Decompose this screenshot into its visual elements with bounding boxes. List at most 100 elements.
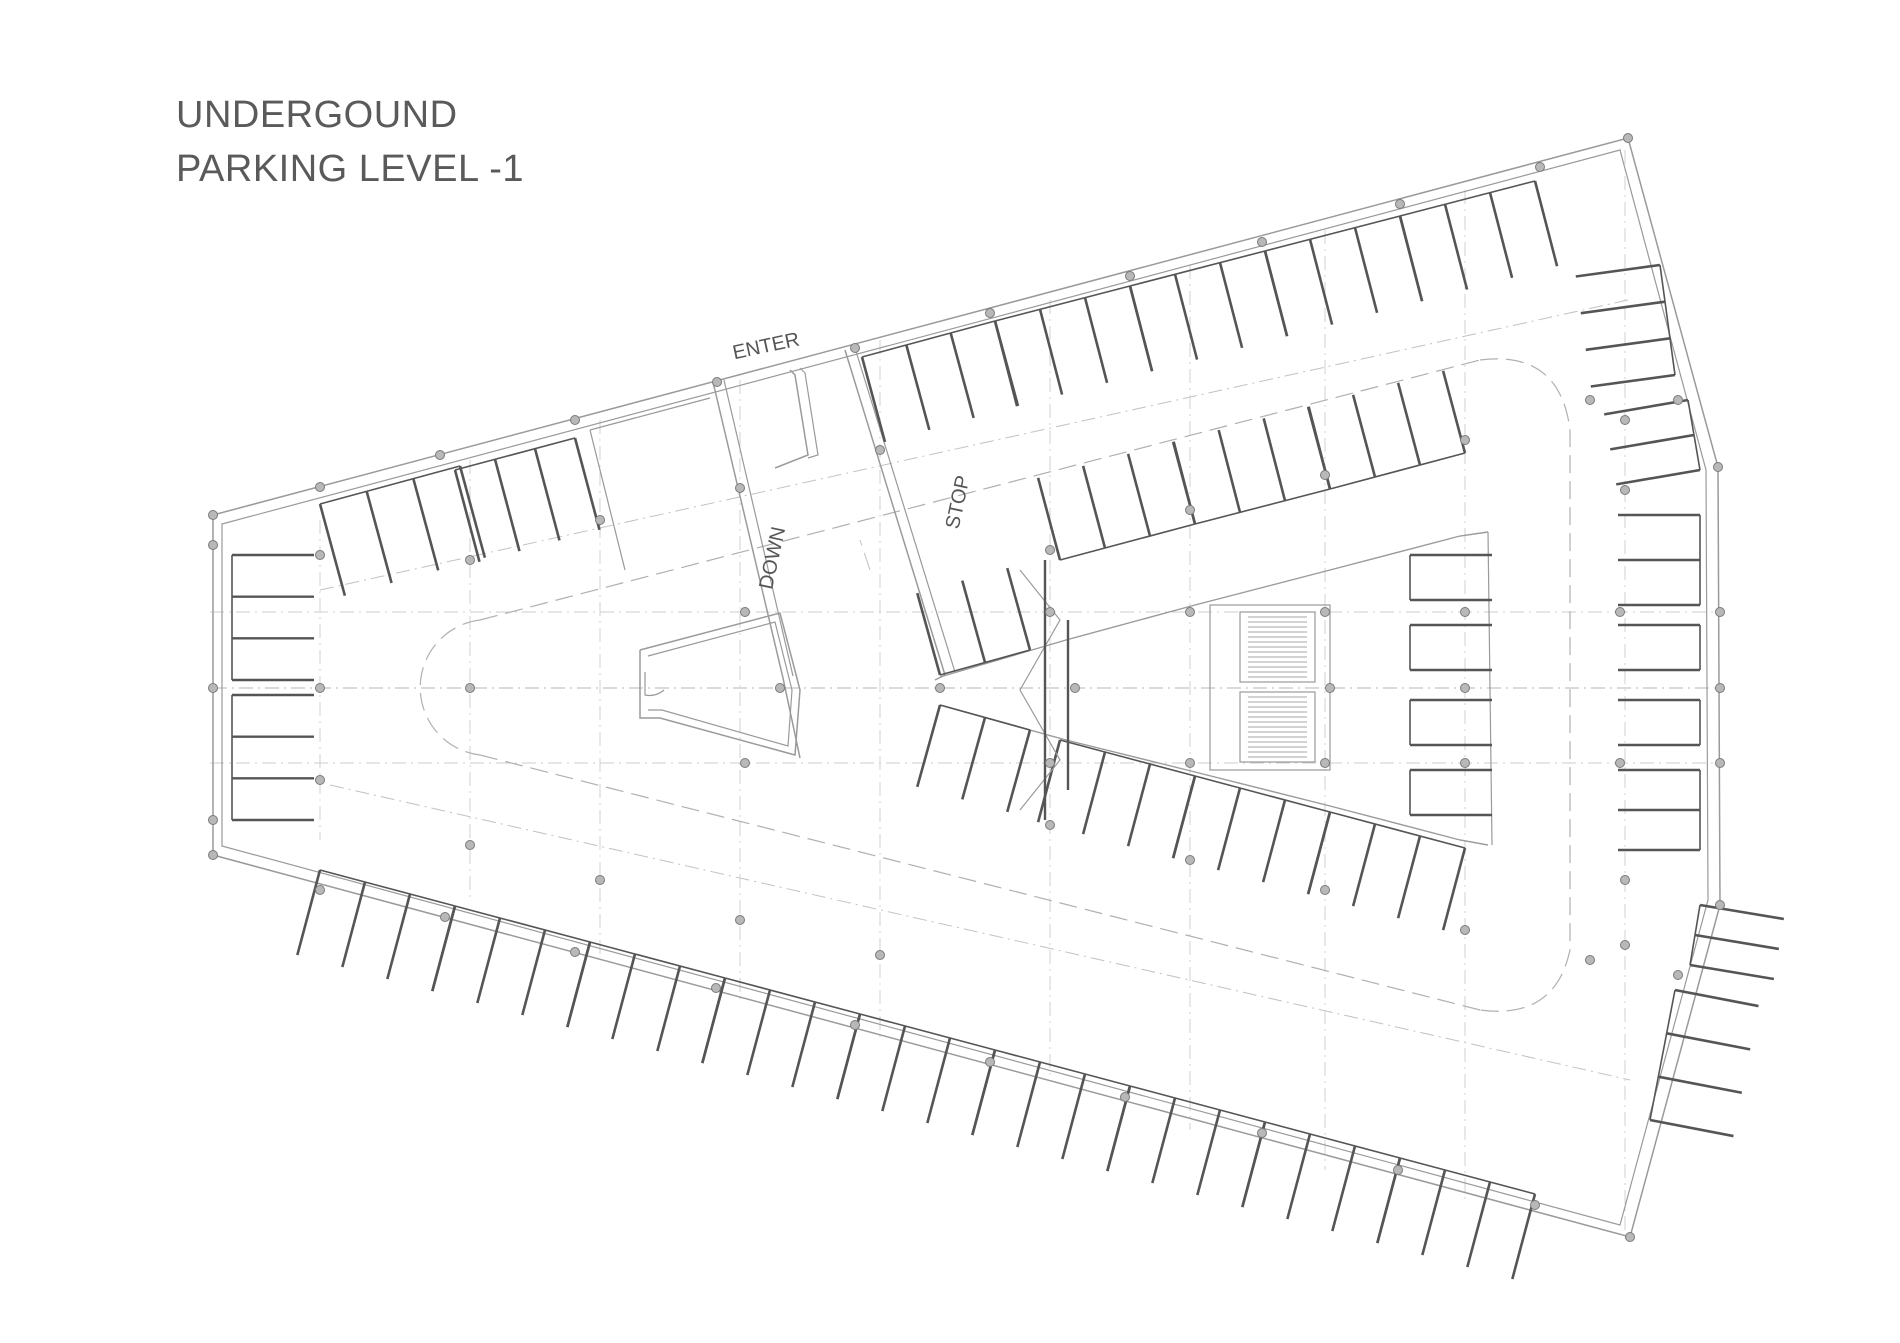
stall-row-midtop-1-divider-1 [1217, 429, 1242, 513]
column-25 [1530, 1200, 1540, 1210]
stall-row-top-3-divider-1 [1308, 239, 1334, 325]
column-71 [1070, 683, 1080, 693]
stair-core-a-frame [1239, 611, 1316, 683]
column-18 [570, 947, 580, 957]
stall-row-midbot-0-divider-2 [1126, 763, 1152, 847]
stall-row-bottom-2-back [589, 941, 726, 979]
ramp-zigzag-left [1019, 569, 1061, 811]
stall-row-bottom-8-divider-1 [1421, 1169, 1447, 1256]
stall-row-bottom-0-divider-2 [386, 893, 412, 980]
stall-row-top-0-back [861, 320, 996, 358]
column-73 [1620, 485, 1630, 495]
column-50 [1045, 820, 1055, 830]
island-wall-bottom [939, 704, 1489, 846]
column-68 [1615, 607, 1625, 617]
driving-aisle-lines [419, 358, 1571, 1012]
column-4 [712, 377, 722, 387]
stall-row-bottom-4-divider-2 [926, 1037, 952, 1124]
stall-row-e-top-divider-2 [1616, 468, 1701, 486]
stair-cores [1019, 560, 1331, 820]
column-62 [1185, 758, 1195, 768]
column-19 [711, 983, 721, 993]
stall-row-bottom-1-divider-0 [431, 905, 457, 992]
stall-row-tl-b-divider-2 [533, 448, 561, 541]
stall-row-e-top-back [1687, 399, 1701, 471]
stall-row-bottom-1-back [454, 905, 591, 943]
stall-row-bottom-8-divider-2 [1466, 1181, 1492, 1268]
column-60 [1045, 758, 1055, 768]
column-38 [465, 683, 475, 693]
stall-row-top-2-divider-1 [1173, 274, 1199, 360]
column-58 [1620, 940, 1630, 950]
stop-label: STOP [942, 473, 975, 530]
column-69 [1615, 758, 1625, 768]
stall-row-midbot-2-back [1329, 811, 1466, 849]
stall-row-top-2-divider-2 [1218, 262, 1244, 349]
stall-row-midbot-1-divider-2 [1261, 799, 1287, 883]
column-55 [1460, 435, 1470, 445]
stall-row-midbot-0-back [1059, 739, 1196, 777]
column-57 [1620, 415, 1630, 425]
stall-row-bottom-1-divider-1 [476, 917, 502, 1004]
stall-row-top-4-divider-2 [1488, 192, 1514, 279]
column-64 [1320, 758, 1330, 768]
stall-row-top-3-back [1264, 215, 1401, 252]
stall-row-tl-a-divider-3 [458, 465, 487, 559]
column-54 [1320, 885, 1330, 895]
column-6 [985, 308, 995, 318]
stall-row-se-back [1649, 989, 1676, 1121]
column-2 [435, 450, 445, 460]
column-27 [1713, 462, 1723, 472]
stall-row-midbot-2-divider-1 [1351, 823, 1377, 907]
stall-row-top-1-back [994, 285, 1131, 322]
column-45 [740, 607, 750, 617]
stall-row-midtop-0-divider-0 [1036, 477, 1062, 561]
stall-row-ne-divider-0 [1575, 263, 1661, 278]
stall-row-top-0-divider-0 [860, 356, 887, 443]
column-26 [1625, 1232, 1635, 1242]
stall-row-midbot-2-divider-2 [1396, 835, 1422, 919]
stall-row-midtop-ramp-divider-2 [1005, 567, 1032, 651]
door-swing [644, 672, 665, 697]
grid-line-bottom-1 [329, 784, 1631, 1081]
ramp-wall-left [712, 381, 801, 759]
column-24 [1393, 1165, 1403, 1175]
column-16 [315, 885, 325, 895]
stall-row-tl-b-back [454, 437, 576, 471]
stall-row-e-bot-back [1689, 904, 1701, 966]
column-65 [1460, 607, 1470, 617]
aisle-curve-right [1479, 358, 1571, 1012]
column-74 [1620, 875, 1630, 885]
column-30 [1715, 758, 1725, 768]
stall-row-se-divider-0 [1674, 988, 1759, 1008]
stall-row-midtop-2-back [1329, 452, 1466, 490]
stall-row-top-2-back [1129, 250, 1266, 287]
column-48 [875, 950, 885, 960]
stall-row-midbot-ramp-back [939, 704, 1031, 731]
column-42 [735, 483, 745, 493]
ramp-wall-left-inner [723, 379, 794, 677]
structural-columns [208, 133, 1725, 1242]
stall-row-midtop-0-divider-2 [1126, 453, 1152, 537]
stall-row-bottom-0-divider-1 [341, 881, 367, 968]
column-7 [1125, 271, 1135, 281]
stall-row-e-bot-divider-2 [1689, 963, 1775, 981]
ramp-curb [774, 369, 809, 469]
enter-label: ENTER [731, 329, 802, 365]
stall-row-tl-a-divider-1 [365, 490, 393, 584]
stall-row-bottom-6-divider-1 [1151, 1097, 1177, 1184]
column-14 [208, 815, 218, 825]
stall-row-tl-a-divider-0 [318, 503, 347, 597]
stall-row-bottom-3-divider-0 [701, 977, 727, 1064]
down-room-wall [589, 397, 711, 431]
stall-row-ne-back [1659, 264, 1676, 376]
stall-row-bottom-2-divider-0 [566, 941, 592, 1028]
stall-row-se-divider-2 [1658, 1075, 1743, 1094]
column-53 [1320, 470, 1330, 480]
stall-row-bottom-2-divider-2 [656, 965, 682, 1052]
stall-row-bottom-4-divider-1 [881, 1025, 907, 1112]
stair-core-b-frame [1239, 691, 1316, 763]
column-46 [740, 758, 750, 768]
stall-row-bottom-7-divider-2 [1331, 1145, 1357, 1232]
